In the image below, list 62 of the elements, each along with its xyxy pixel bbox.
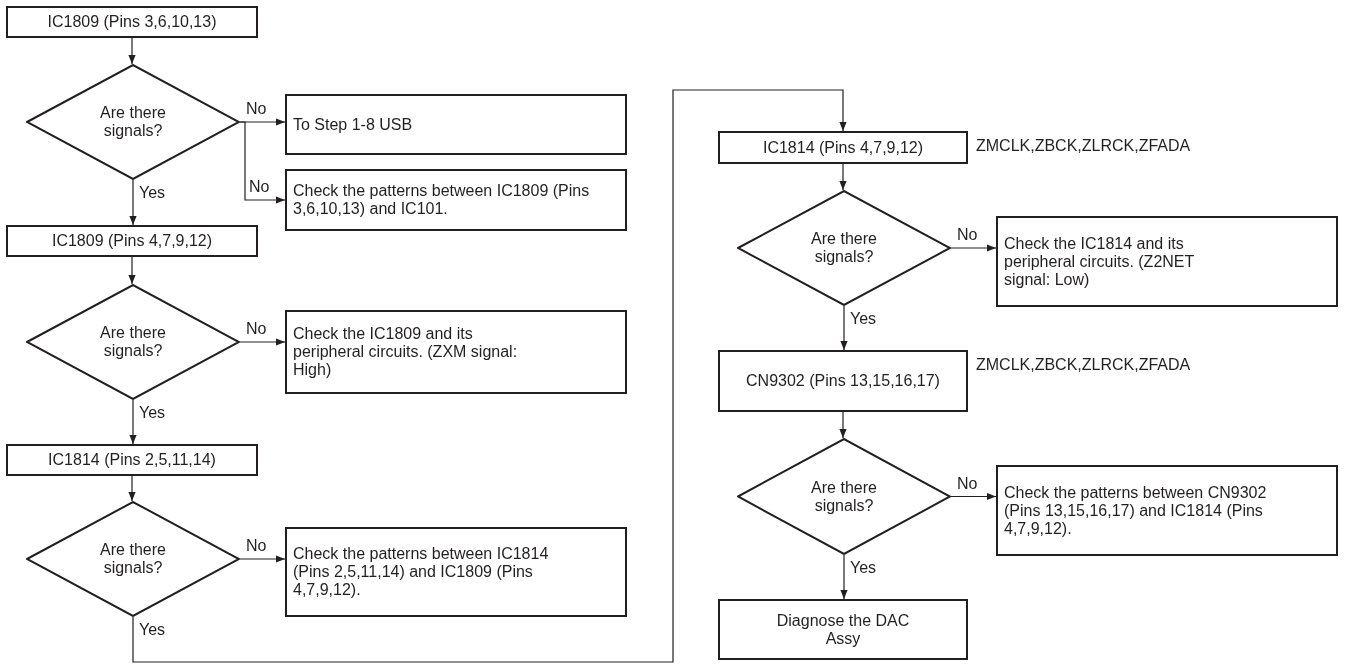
- box-text: CN9302 (Pins 13,15,16,17): [746, 372, 940, 390]
- process-box: [718, 131, 968, 164]
- arrow: [132, 89, 847, 663]
- arrow: [239, 121, 286, 204]
- box-text: IC1809 (Pins 3,6,10,13): [47, 13, 217, 31]
- decision-diamond: [26, 501, 240, 617]
- edge-label: No: [246, 100, 267, 117]
- decision-diamond: [26, 64, 240, 180]
- process-box: [285, 527, 627, 617]
- edge-label: Yes: [139, 621, 166, 638]
- arrow: [839, 411, 847, 439]
- process-box: [718, 599, 968, 660]
- arrow: [950, 244, 997, 252]
- box-text: Check the IC1809 and its peripheral circuits. (ZXM signal: High): [293, 325, 519, 379]
- decision-text: Are there signals?: [810, 230, 878, 266]
- arrow: [128, 37, 136, 65]
- edge-label: No: [246, 537, 267, 554]
- box-text: Check the IC1814 and its peripheral circuits. (Z2NET signal: Low): [1004, 234, 1195, 289]
- box-text: Diagnose the DAC Assy: [775, 611, 911, 648]
- process-box: [285, 169, 627, 231]
- arrow: [129, 179, 137, 226]
- edge-label: Yes: [139, 184, 166, 201]
- edge-label: No: [957, 474, 978, 492]
- arrow: [950, 492, 997, 501]
- box-text: To Step 1-8 USB: [293, 115, 413, 134]
- process-box: [285, 310, 627, 394]
- decision-text: Are there signals?: [99, 541, 167, 577]
- arrow: [839, 163, 847, 191]
- process-box: [718, 350, 968, 412]
- edge-label: Yes: [850, 310, 877, 327]
- arrow: [840, 554, 848, 600]
- edge-label: No: [246, 320, 267, 337]
- decision-diamond: [737, 438, 951, 555]
- decision-diamond: [26, 284, 240, 400]
- edge-label: No: [957, 226, 978, 243]
- process-box: [6, 225, 258, 257]
- process-box: [285, 94, 627, 155]
- process-box: [6, 444, 258, 476]
- box-text: IC1809 (Pins 4,7,9,12): [51, 232, 213, 250]
- box-text: Check the patterns between IC1814 (Pins 2,5,11,14) and IC1809 (Pins 4,7,9,12).: [293, 545, 550, 599]
- arrow: [239, 555, 286, 563]
- edge-label: Yes: [850, 559, 877, 576]
- arrow: [129, 399, 137, 445]
- box-text: Check the patterns between IC1809 (Pins 3,6,10,13) and IC101.: [293, 182, 591, 218]
- arrow: [239, 338, 286, 346]
- arrow: [128, 256, 136, 285]
- edge-label: Yes: [139, 404, 166, 421]
- process-box: [996, 465, 1338, 556]
- box-text: Check the patterns between CN9302 (Pins 13,15,16,17) and IC1814 (Pins 4,7,9,12).: [1004, 483, 1268, 538]
- process-box: [6, 6, 258, 38]
- signal-names: ZMCLK,ZBCK,ZLRCK,ZFADA: [976, 137, 1191, 155]
- decision-text: Are there signals?: [99, 104, 167, 140]
- edge-label: No: [249, 178, 270, 195]
- arrow: [128, 475, 136, 502]
- box-text: IC1814 (Pins 4,7,9,12): [762, 138, 924, 157]
- arrow: [840, 305, 848, 351]
- decision-text: Are there signals?: [810, 478, 878, 515]
- signal-names: ZMCLK,ZBCK,ZLRCK,ZFADA: [976, 356, 1191, 374]
- process-box: [996, 216, 1338, 307]
- decision-text: Are there signals?: [99, 324, 167, 360]
- box-text: IC1814 (Pins 2,5,11,14): [48, 451, 216, 469]
- decision-diamond: [737, 190, 951, 306]
